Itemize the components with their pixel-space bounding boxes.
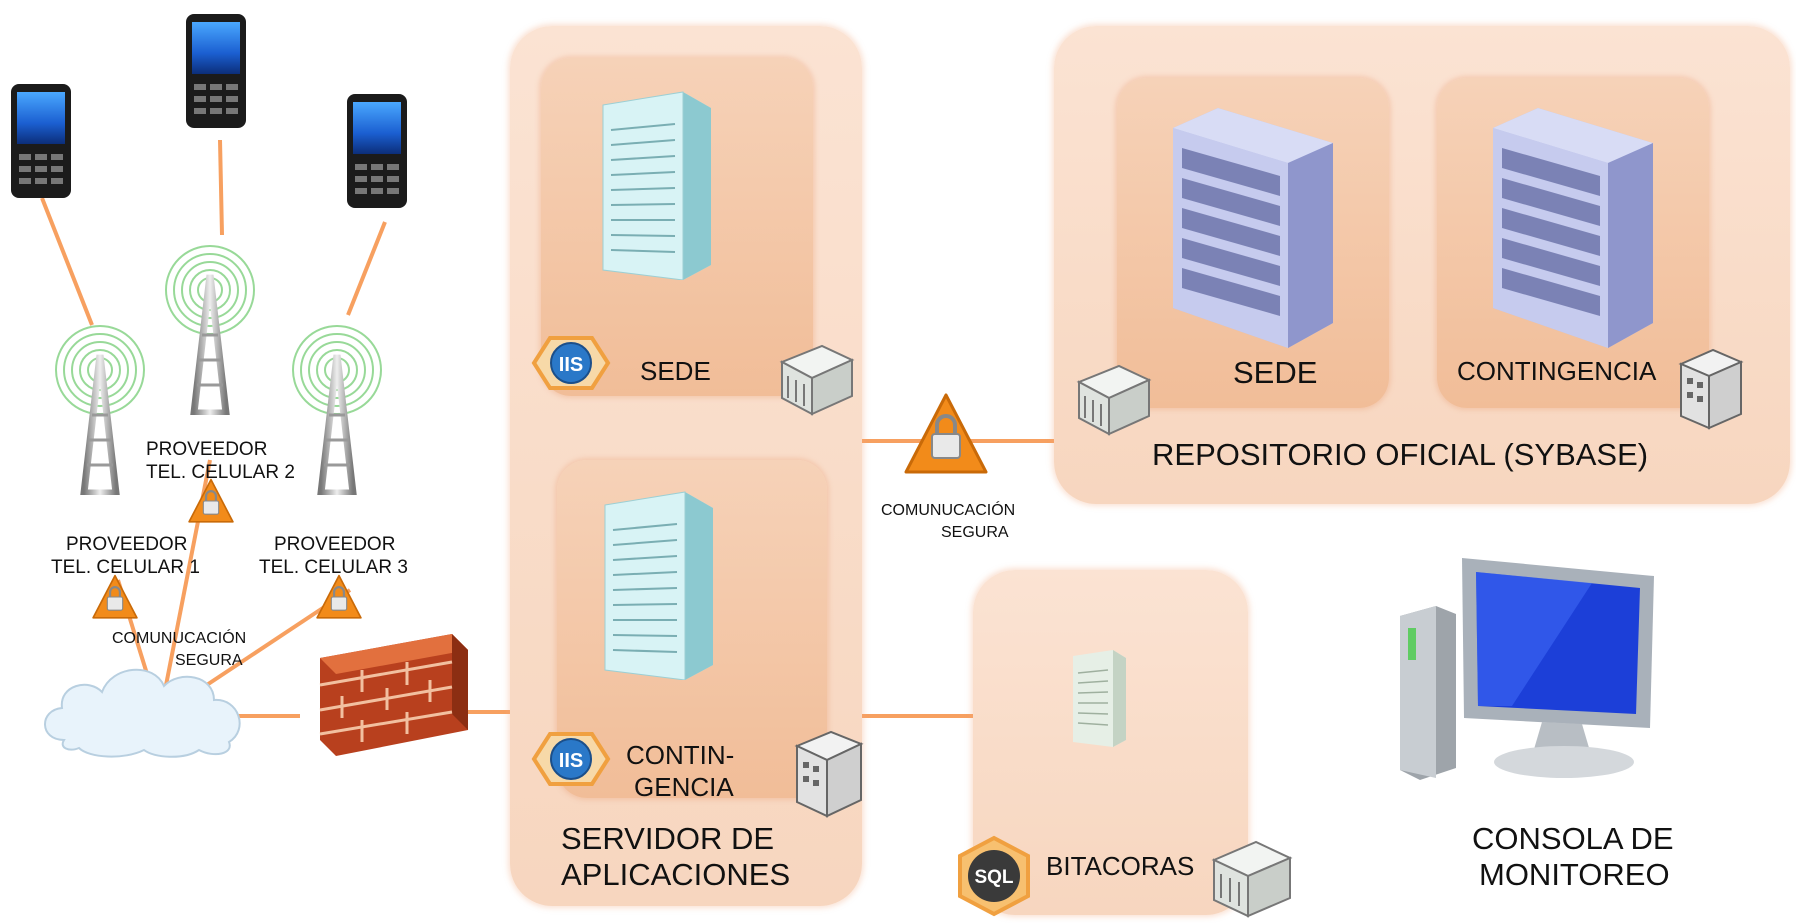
server-icon — [1073, 650, 1126, 747]
phone2-tower-link — [218, 139, 224, 236]
carrier-secure-label-line2: SEGURA — [175, 652, 243, 669]
iis-icon: IIS — [531, 336, 611, 390]
app-server-group-label-line1: SERVIDOR DE — [561, 821, 775, 856]
cell-tower-icon — [292, 325, 382, 495]
mobile-phone-icon — [11, 84, 71, 198]
provider-3-label-line2: TEL. CELULAR 3 — [259, 557, 408, 578]
cell-tower-icon — [165, 245, 255, 415]
repository-contingencia-label: CONTINGENCIA — [1457, 356, 1657, 386]
lock-warning-icon — [188, 478, 234, 523]
provider-3-label-line1: PROVEEDOR — [274, 534, 396, 555]
provider-2-label-line1: PROVEEDOR — [146, 439, 268, 460]
svg-text:IIS: IIS — [559, 750, 583, 772]
app-server-contingencia-label-line2: GENCIA — [634, 772, 734, 802]
svg-text:SQL: SQL — [974, 867, 1013, 888]
server-icon — [604, 491, 713, 680]
building-icon — [794, 730, 864, 818]
mobile-phone-icon — [186, 14, 246, 128]
provider-2-label-line2: TEL. CELULAR 2 — [146, 462, 295, 483]
building-icon — [779, 344, 855, 416]
cloud-icon — [44, 668, 241, 758]
rack-server-icon — [1493, 108, 1653, 348]
building-icon — [1211, 840, 1293, 918]
secure-link-label-line1: COMUNUCACIÓN — [881, 502, 1016, 519]
firewall-icon — [319, 634, 468, 756]
building-icon — [1678, 348, 1744, 430]
iis-icon: IIS — [531, 732, 611, 786]
app-server-group-label-line2: APLICACIONES — [561, 857, 791, 892]
repository-sede-label: SEDE — [1233, 355, 1318, 390]
lock-warning-icon — [904, 393, 988, 474]
server-icon — [602, 91, 711, 280]
carrier-secure-label-line1: COMUNUCACIÓN — [112, 630, 247, 647]
svg-text:IIS: IIS — [559, 354, 583, 376]
phone3-tower-link — [346, 221, 387, 316]
phone1-tower-link — [40, 197, 94, 326]
lock-warning-icon — [316, 574, 362, 619]
app-server-contingencia-label-line1: CONTIN- — [626, 740, 735, 770]
sql-icon: SQL — [958, 835, 1030, 917]
provider-1-label-line2: TEL. CELULAR 1 — [51, 557, 200, 578]
logs-label: BITACORAS — [1046, 851, 1195, 881]
secure-link-label-line2: SEGURA — [941, 524, 1009, 541]
console-label-line2: MONITOREO — [1479, 857, 1670, 892]
app-server-sede-label: SEDE — [640, 356, 711, 386]
provider-1-label-line1: PROVEEDOR — [66, 534, 188, 555]
cell-tower-icon — [55, 325, 145, 495]
lock-warning-icon — [92, 574, 138, 619]
mobile-phone-icon — [347, 94, 407, 208]
repository-group-label: REPOSITORIO OFICIAL (SYBASE) — [1152, 437, 1649, 472]
workstation-icon — [1400, 558, 1654, 780]
building-icon — [1076, 364, 1152, 436]
rack-server-icon — [1173, 108, 1333, 348]
console-label-line1: CONSOLA DE — [1472, 821, 1674, 856]
